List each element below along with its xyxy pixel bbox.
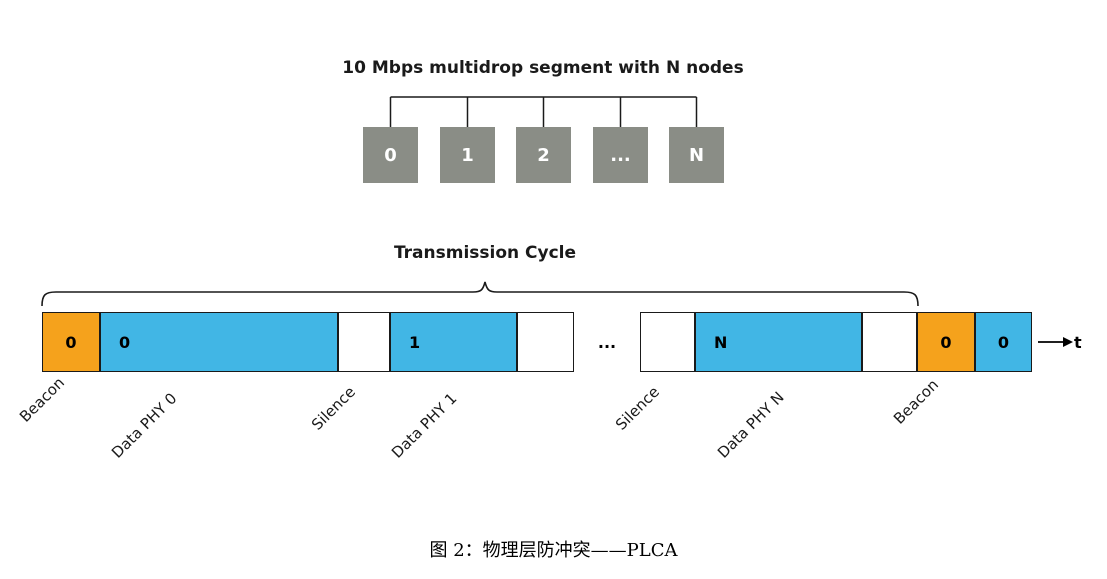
rotated-label-data-phy-0-1: Data PHY 0 [108, 389, 181, 462]
segment-data-phy-0-next-cycle-10: 0 [975, 312, 1032, 372]
segment-silence-8 [862, 312, 917, 372]
segment-ellipsis-5: ... [597, 332, 617, 352]
segment-data-phy-0-1: 0 [100, 312, 338, 372]
node-box-1: 1 [440, 127, 495, 183]
time-axis-label: t [1074, 333, 1082, 352]
node-box-2: 2 [516, 127, 571, 183]
node-box-n: N [669, 127, 724, 183]
cycle-title: Transmission Cycle [393, 243, 577, 263]
rotated-label-beacon-6: Beacon [890, 375, 943, 428]
rotated-label-data-phy-n-5: Data PHY N [714, 388, 788, 462]
segment-silence-2 [338, 312, 390, 372]
segment-beacon-9: 0 [917, 312, 975, 372]
cycle-brace [41, 281, 919, 307]
rotated-label-data-phy-1-3: Data PHY 1 [388, 389, 461, 462]
node-box-: ... [593, 127, 648, 183]
node-box-0: 0 [363, 127, 418, 183]
rotated-label-silence-4: Silence [612, 382, 663, 434]
segment-silence-6 [640, 312, 695, 372]
bus-connector-path [389, 96, 698, 127]
segment-silence-4 [517, 312, 574, 372]
rotated-label-silence-2: Silence [308, 382, 359, 434]
topology-title: 10 Mbps multidrop segment with N nodes [342, 58, 744, 78]
time-axis-arrow-icon [1038, 337, 1073, 347]
segment-data-phy-n-7: N [695, 312, 862, 372]
bus-connector-lines [389, 96, 698, 127]
segment-data-phy-1-3: 1 [390, 312, 517, 372]
rotated-label-beacon-0: Beacon [16, 373, 69, 426]
segment-beacon-0: 0 [42, 312, 100, 372]
figure-caption: 图 2：物理层防冲突——PLCA [429, 540, 678, 561]
